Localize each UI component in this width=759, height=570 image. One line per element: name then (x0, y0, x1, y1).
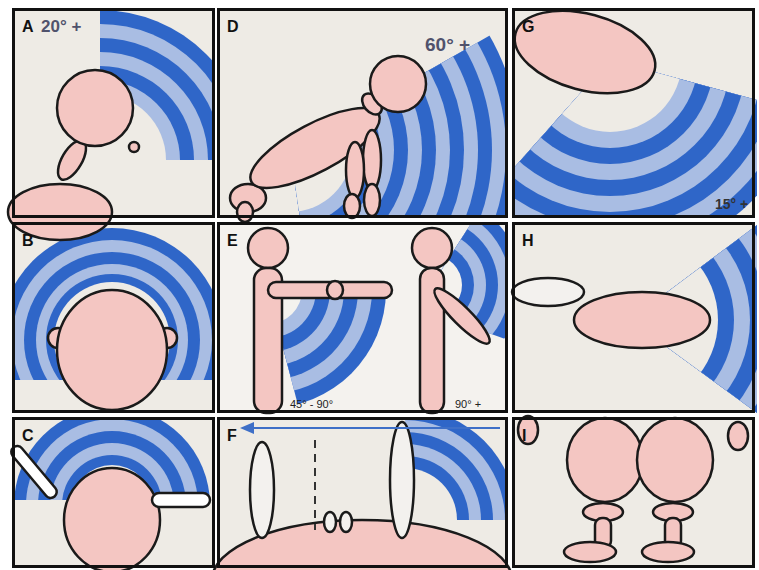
mannequin-figure (574, 292, 710, 348)
guide-line (250, 427, 500, 429)
posture-panel: H (512, 222, 755, 413)
panel-letter: D (227, 18, 239, 36)
mannequin-figure (344, 194, 360, 218)
range-fan (24, 252, 200, 380)
mannequin-figure (268, 282, 392, 298)
mannequin-figure (390, 422, 414, 538)
guide-line (314, 440, 316, 530)
mannequin-figure (237, 202, 253, 222)
panel-background (512, 417, 755, 568)
mannequin-figure (327, 281, 343, 299)
mannequin-figure (64, 468, 160, 570)
mannequin-figure (518, 416, 538, 444)
range-fan (38, 431, 186, 500)
mannequin-figure (324, 512, 336, 532)
range-fan (36, 264, 188, 380)
mannequin-figure (8, 184, 112, 240)
mannequin-figure (429, 283, 495, 349)
mannequin-figure (9, 444, 59, 501)
range-fan (12, 240, 212, 380)
panel-letter: I (522, 427, 526, 445)
posture-panel: B (12, 222, 215, 413)
mannequin-figure (152, 493, 210, 507)
angle-label: 45° - 90° (290, 398, 333, 410)
range-fan (426, 0, 759, 244)
panel-letter: G (522, 18, 534, 36)
range-fan (542, 232, 718, 408)
range-fan (12, 228, 215, 380)
range-fan (172, 32, 408, 268)
mannequin-figure (57, 290, 167, 410)
panel-letter: C (22, 427, 34, 445)
angle-label: 90° + (455, 398, 481, 410)
guide-line (240, 422, 500, 530)
posture-panel: C (12, 417, 215, 568)
angle-label: 60° + (425, 35, 470, 56)
mannequin-figure (506, 0, 665, 107)
mannequin-figure (370, 56, 426, 112)
posture-panel: F (217, 417, 508, 568)
mannequin-figure (346, 142, 364, 198)
mannequin-figure (250, 442, 274, 538)
posture-panel: E 45° - 90° 90° + (217, 222, 508, 413)
panel-letter: B (22, 232, 34, 250)
range-fan (510, 200, 750, 440)
angle-label: 20° + (41, 18, 81, 37)
panel-letter: E (227, 232, 238, 250)
range-fan (12, 228, 215, 380)
range-fan (442, 0, 759, 228)
mannequin-figure (637, 418, 713, 502)
range-fan (6, 66, 194, 254)
panel-letter: A (22, 18, 34, 36)
mannequin-figure (412, 228, 452, 268)
angle-label: 15° + (715, 197, 748, 212)
mannequin-figure (248, 228, 288, 268)
mannequin-figure (642, 542, 694, 562)
mannequin-figure (363, 130, 381, 190)
range-fan (490, 0, 730, 180)
mannequin-figure (8, 0, 748, 570)
mannequin-figure (340, 512, 352, 532)
range-fan (526, 216, 734, 424)
mannequin-figure (512, 278, 584, 306)
mannequin-figure (567, 418, 643, 502)
panel-letter: H (522, 232, 534, 250)
range-fan (410, 0, 759, 260)
range-fan (410, 0, 759, 260)
range-fan (458, 0, 759, 212)
mannequin-figure (57, 70, 133, 146)
range-fan (494, 184, 759, 456)
posture-panel: I (512, 417, 755, 568)
range-fan (446, 136, 759, 504)
mannequin-figure (728, 422, 748, 450)
range-fan (144, 4, 436, 296)
panel-letter: F (227, 427, 237, 445)
range-fan (506, 0, 714, 164)
guide-line (240, 422, 254, 434)
posture-panel: A 20° + (12, 8, 215, 218)
mannequin-figure (364, 184, 380, 216)
posture-panel: D 60° + (217, 8, 508, 218)
mannequin-figure (129, 142, 139, 152)
mannequin-figure (564, 542, 616, 562)
posture-panel: G 15° + (512, 8, 755, 218)
range-fan (158, 18, 422, 282)
